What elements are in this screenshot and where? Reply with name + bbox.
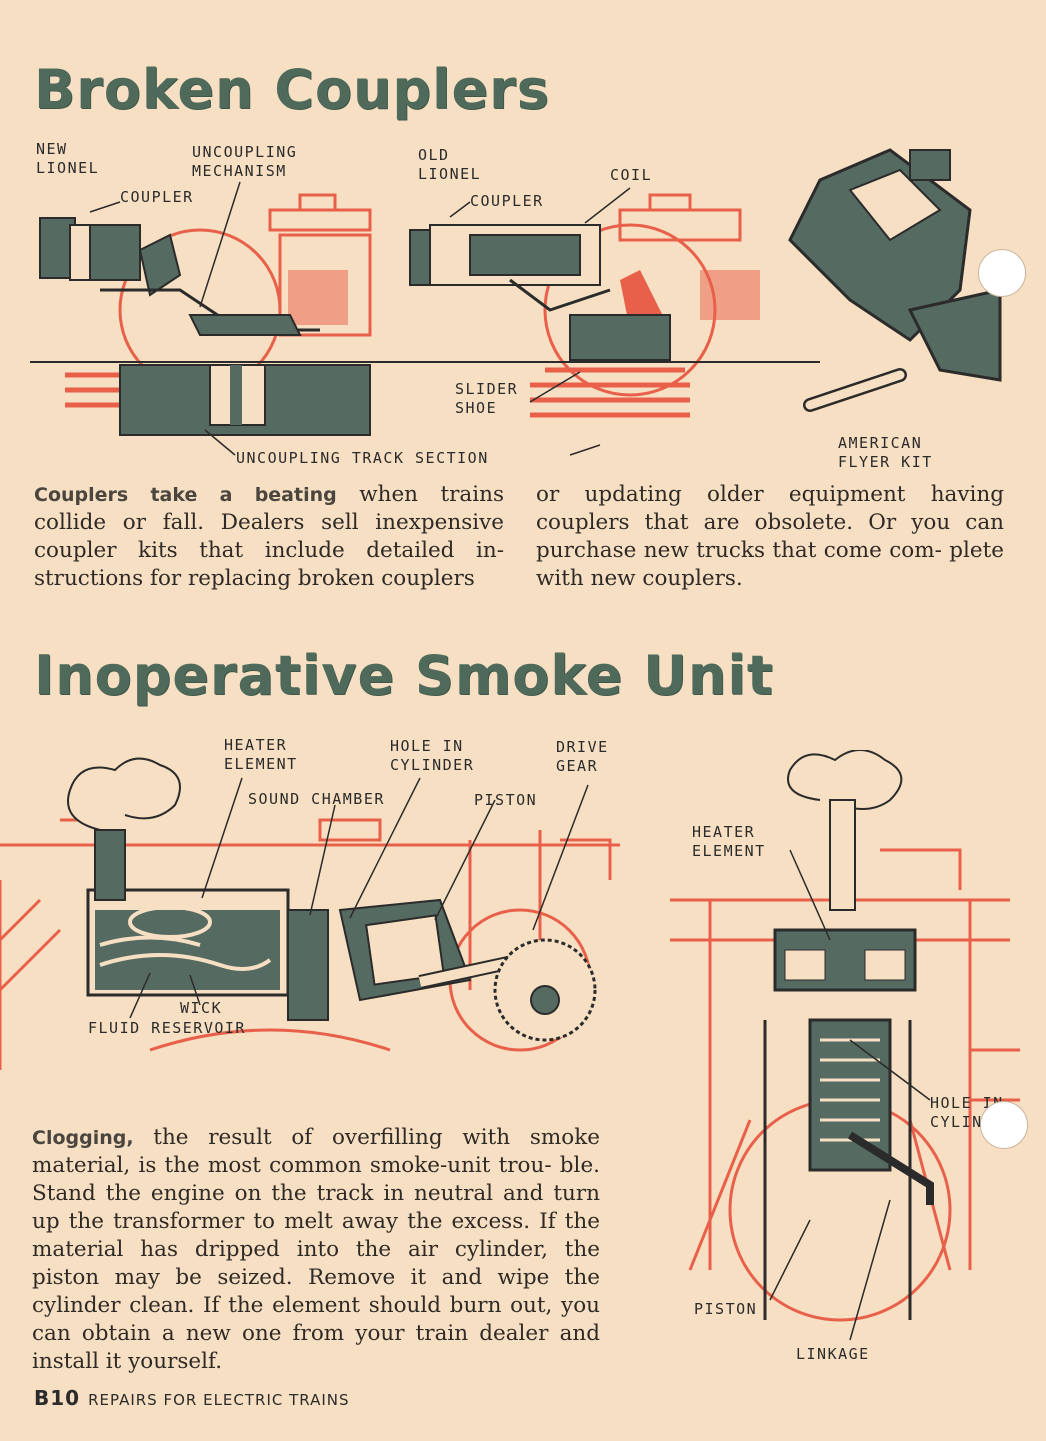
- smoke-body-text: the result of overfilling with smoke mat…: [32, 1125, 600, 1374]
- page-number: B10: [34, 1386, 81, 1410]
- label-coupler-old: COUPLER: [470, 192, 544, 210]
- binder-hole-bottom: [980, 1101, 1028, 1149]
- section-title-broken-couplers: Broken Couplers: [34, 58, 550, 121]
- couplers-body-lead: Couplers take a beating: [34, 484, 337, 506]
- page-footer: B10 REPAIRS FOR ELECTRIC TRAINS: [34, 1386, 350, 1410]
- label-sound-chamber: SOUND CHAMBER: [248, 790, 385, 808]
- label-american-flyer-kit: AMERICAN FLYER KIT: [838, 434, 933, 471]
- smoke-body-lead: Clogging,: [32, 1127, 134, 1149]
- couplers-body-column-2: or updating older equipment having coupl…: [536, 482, 1004, 591]
- label-uncoupling-track-section: UNCOUPLING TRACK SECTION: [236, 449, 489, 467]
- label-piston-left: PISTON: [474, 791, 538, 809]
- label-wick: WICK: [180, 999, 223, 1017]
- label-linkage: LINKAGE: [796, 1345, 870, 1363]
- book-title: REPAIRS FOR ELECTRIC TRAINS: [88, 1391, 350, 1409]
- smoke-unit-cutaway-illustration: [670, 750, 1020, 1341]
- label-coil: COIL: [610, 166, 653, 184]
- binder-hole-top: [978, 249, 1026, 297]
- couplers-body-column-1: Couplers take a beating when trains coll…: [34, 481, 504, 593]
- label-old-lionel: OLD LIONEL: [418, 146, 482, 183]
- label-slider-shoe: SLIDER SHOE: [455, 380, 519, 417]
- couplers-body-text: when trains collide or fall. Dealers sel…: [34, 482, 504, 591]
- smoke-unit-diagram-illustration: [0, 757, 620, 1070]
- label-heater-element-right: HEATER ELEMENT: [692, 823, 766, 860]
- section-title-smoke-unit: Inoperative Smoke Unit: [34, 644, 774, 707]
- smoke-body-text-block: Clogging, the result of overfilling with…: [32, 1124, 600, 1376]
- label-fluid-reservoir: FLUID RESERVOIR: [88, 1019, 246, 1037]
- label-heater-element-left: HEATER ELEMENT: [224, 736, 298, 773]
- label-hole-in-cylinder-left: HOLE IN CYLINDER: [390, 737, 475, 774]
- label-piston-right: PISTON: [694, 1300, 758, 1318]
- coupler-diagram-illustration: [30, 148, 1002, 456]
- label-coupler-new: COUPLER: [120, 188, 194, 206]
- label-new-lionel: NEW LIONEL: [36, 140, 100, 177]
- label-uncoupling-mechanism: UNCOUPLING MECHANISM: [192, 143, 298, 180]
- label-drive-gear: DRIVE GEAR: [556, 738, 609, 775]
